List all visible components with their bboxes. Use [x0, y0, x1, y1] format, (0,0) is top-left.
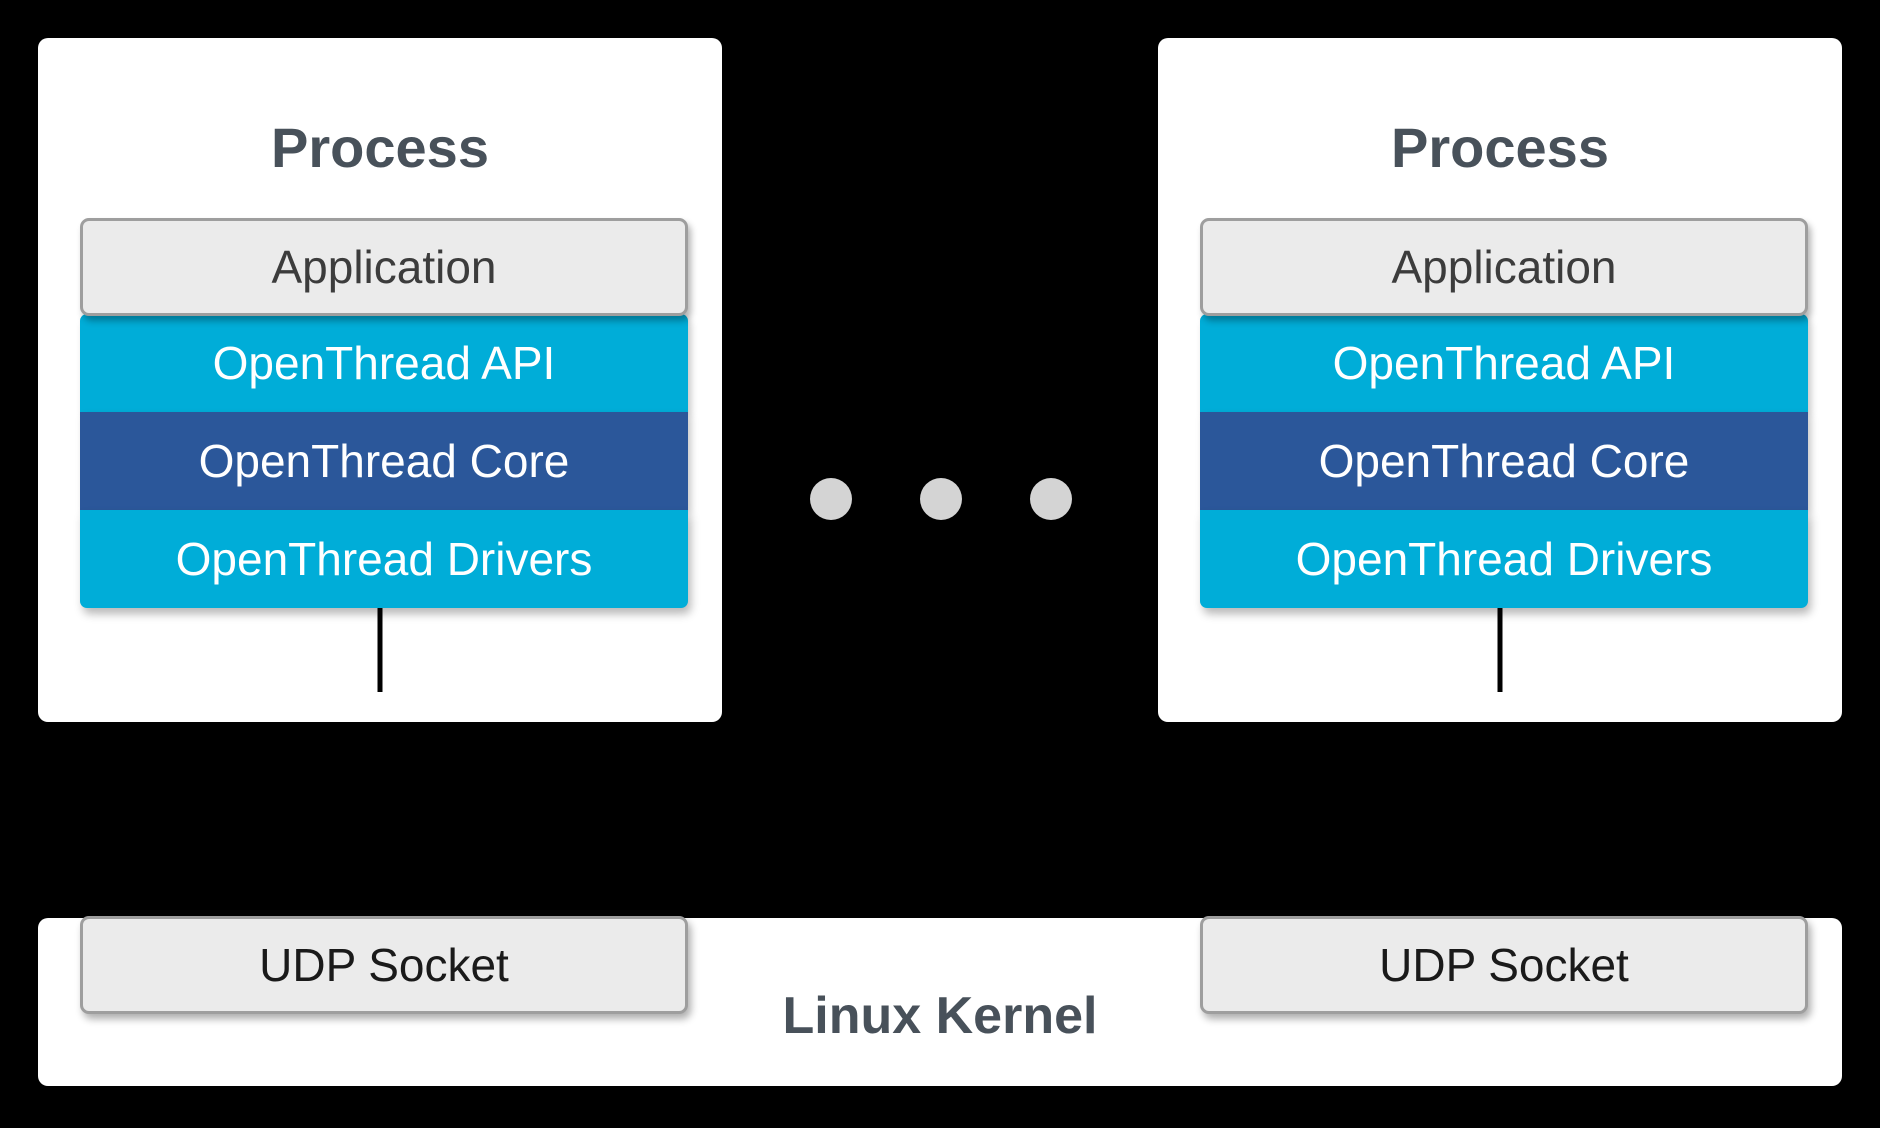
- linux-kernel-box: Linux Kernel UDP Socket UDP Socket: [38, 916, 1842, 1086]
- layer-openthread-api-right[interactable]: OpenThread API: [1200, 314, 1808, 412]
- layer-openthread-core-right[interactable]: OpenThread Core: [1200, 412, 1808, 510]
- process-title-left: Process: [271, 116, 489, 179]
- layer-openthread-drivers-right[interactable]: OpenThread Drivers: [1200, 510, 1808, 608]
- ellipsis-dot-2: [920, 478, 962, 520]
- more-processes-indicator: [790, 478, 1090, 538]
- layer-application-right[interactable]: Application: [1200, 218, 1808, 316]
- process-box-right: Process Application OpenThread API OpenT…: [1158, 38, 1842, 722]
- layer-openthread-drivers-left[interactable]: OpenThread Drivers: [80, 510, 688, 608]
- ellipsis-dot-1: [810, 478, 852, 520]
- layer-openthread-api-left[interactable]: OpenThread API: [80, 314, 688, 412]
- process-box-left: Process Application OpenThread API OpenT…: [38, 38, 722, 722]
- ellipsis-dot-3: [1030, 478, 1072, 520]
- layer-application-left[interactable]: Application: [80, 218, 688, 316]
- udp-socket-right[interactable]: UDP Socket: [1200, 916, 1808, 1014]
- layer-openthread-core-left[interactable]: OpenThread Core: [80, 412, 688, 510]
- udp-socket-left[interactable]: UDP Socket: [80, 916, 688, 1014]
- layer-stack-right: Application OpenThread API OpenThread Co…: [1200, 218, 1808, 608]
- linux-kernel-title: Linux Kernel: [782, 987, 1098, 1045]
- process-title-right: Process: [1391, 116, 1609, 179]
- layer-stack-left: Application OpenThread API OpenThread Co…: [80, 218, 688, 608]
